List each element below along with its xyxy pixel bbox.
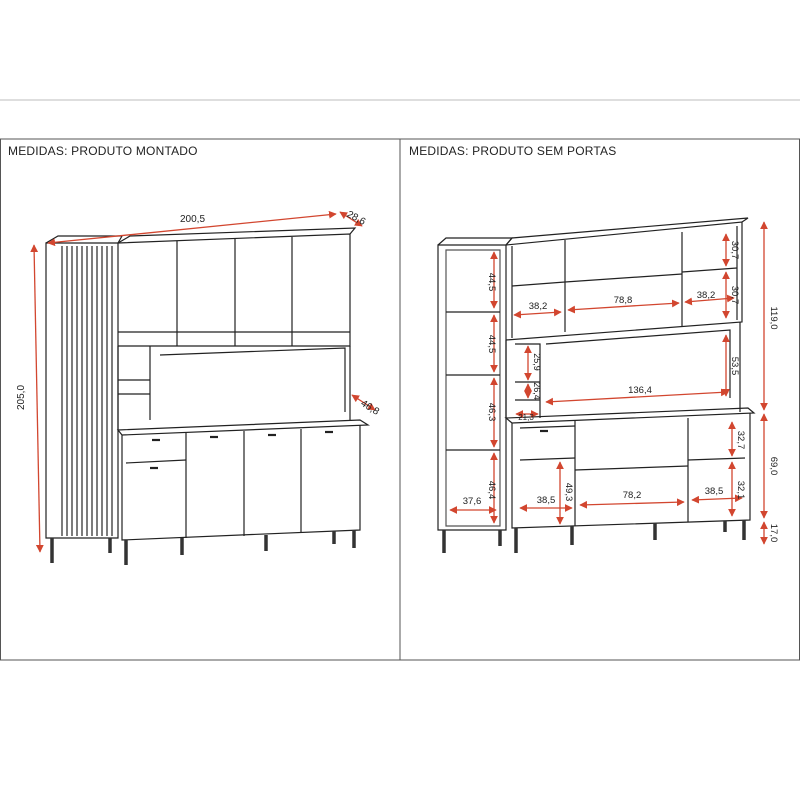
dim-small-h1: 25,9: [532, 353, 542, 371]
dimensions-assembled: [30, 210, 376, 553]
dim-left-h1: 44,5: [486, 273, 497, 292]
dim-niche-h: 53,5: [729, 357, 740, 376]
dim-base-w-left: 38,5: [537, 495, 556, 506]
dim-top-h-r2: 30,7: [729, 286, 740, 305]
dim-width: 200,5: [180, 214, 205, 225]
dimensions-no-doors: [449, 221, 768, 545]
dim-base-w-mid: 78,2: [623, 490, 642, 501]
dim-depth-top: 28,6: [345, 209, 368, 228]
dim-top-w-left: 38,2: [529, 301, 548, 312]
dim-small-h2: 26,4: [532, 382, 542, 400]
panel-title-assembled: MEDIDAS: PRODUTO MONTADO: [8, 144, 198, 158]
dim-height: 205,0: [16, 385, 27, 410]
dim-left-h3: 46,3: [486, 403, 497, 422]
dim-left-h4: 46,4: [486, 481, 497, 500]
cabinet-no-doors: [437, 217, 756, 553]
dim-base-w-right: 38,5: [705, 486, 724, 497]
dim-base-h-r2: 32,1: [735, 481, 746, 500]
dim-total-lower: 69,0: [768, 457, 779, 476]
slatted-panel: [61, 246, 113, 536]
dim-top-w-mid: 78,8: [614, 295, 633, 306]
dim-total-upper: 119,0: [768, 306, 779, 329]
dim-base-h-r1: 32,7: [735, 431, 746, 450]
dim-base-h-mid: 49,3: [563, 483, 574, 502]
dim-top-w-right: 38,2: [697, 290, 716, 301]
panel-title-no-doors: MEDIDAS: PRODUTO SEM PORTAS: [409, 144, 617, 158]
dim-small-w: 21,3: [518, 413, 534, 422]
dim-depth-counter: 46,8: [359, 398, 382, 418]
dim-top-h-r1: 30,7: [729, 241, 740, 260]
dim-left-h2: 44,5: [486, 335, 497, 354]
dim-niche-w: 136,4: [628, 385, 652, 396]
dim-left-w-bottom: 37,6: [463, 496, 482, 507]
cabinet-assembled: [45, 227, 370, 565]
dim-total-feet: 17,0: [768, 524, 779, 543]
